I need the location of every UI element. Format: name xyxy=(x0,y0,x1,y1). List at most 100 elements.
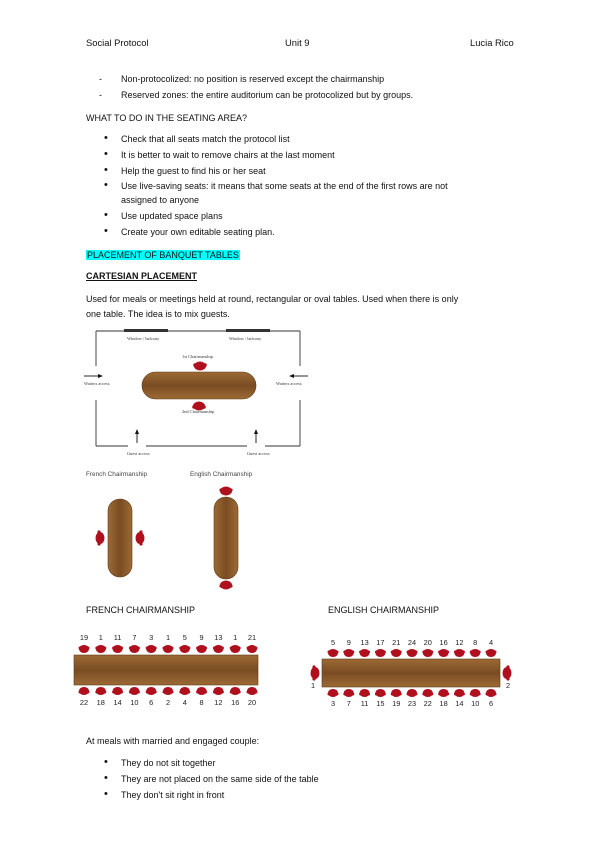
waiters-left-label: Waiters access xyxy=(84,381,110,386)
en-chair-bottom xyxy=(406,689,418,697)
room-diagram: Window / balcony Window / balcony 1st Ch… xyxy=(84,329,308,456)
fr-seat-number-top: 1 xyxy=(166,633,170,642)
english-small-chair-top xyxy=(219,486,233,496)
fr-chair-bottom xyxy=(212,687,224,695)
fr-seat-number-top: 9 xyxy=(200,633,204,642)
header-center: Unit 9 xyxy=(285,37,310,48)
chair-top xyxy=(193,361,207,371)
en-seat-number-bottom: 14 xyxy=(455,699,463,708)
fr-seat-number-bottom: 10 xyxy=(130,698,138,707)
seating-heading: WHAT TO DO IN THE SEATING AREA? xyxy=(86,113,248,123)
en-chair-top xyxy=(438,649,450,657)
en-seat-number-bottom: 18 xyxy=(439,699,447,708)
en-chair-bottom xyxy=(485,689,497,697)
fr-chair-bottom xyxy=(196,687,208,695)
en-seat-number-bottom: 22 xyxy=(424,699,432,708)
en-seat-number-top: 4 xyxy=(489,638,493,647)
en-chair-top xyxy=(390,649,402,657)
en-seat-number-bottom: 6 xyxy=(489,699,493,708)
fr-chair-top xyxy=(162,645,174,653)
french-table xyxy=(73,654,259,686)
en-chair-top xyxy=(422,649,434,657)
fr-seat-number-bottom: 18 xyxy=(97,698,105,707)
fr-seat-number-top: 5 xyxy=(183,633,187,642)
fr-seat-number-bottom: 16 xyxy=(231,698,239,707)
en-chair-bottom xyxy=(390,689,402,697)
fr-seat-number-top: 1 xyxy=(99,633,103,642)
french-small-table xyxy=(107,498,133,578)
en-seat-number-top: 13 xyxy=(360,638,368,647)
english-title: ENGLISH CHAIRMANSHIP xyxy=(328,605,440,615)
en-seat-number-top: 20 xyxy=(424,638,432,647)
fr-chair-top xyxy=(229,645,241,653)
en-seat-number-top: 24 xyxy=(408,638,416,647)
fr-chair-top xyxy=(179,645,191,653)
fr-chair-bottom xyxy=(246,687,258,695)
fr-chair-top xyxy=(196,645,208,653)
french-small-label: French Chairmanship xyxy=(86,471,148,478)
en-chair-top xyxy=(485,649,497,657)
fr-chair-bottom xyxy=(229,687,241,695)
en-chair-top xyxy=(327,649,339,657)
second-chair-label: 2nd Chairmanship xyxy=(182,409,215,414)
en-chair-bottom xyxy=(438,689,450,697)
fr-chair-bottom xyxy=(128,687,140,695)
oval-table xyxy=(141,371,257,400)
french-small-chair-right xyxy=(135,530,145,546)
fr-seat-number-top: 3 xyxy=(149,633,153,642)
en-chair-top xyxy=(469,649,481,657)
cartesian-text-line: Used for meals or meetings held at round… xyxy=(86,294,459,304)
fr-chair-top xyxy=(78,645,90,653)
en-seat-number-bottom: 15 xyxy=(376,699,384,708)
en-seat-number-top: 17 xyxy=(376,638,384,647)
en-seat-number-bottom: 23 xyxy=(408,699,416,708)
french-title: FRENCH CHAIRMANSHIP xyxy=(86,605,196,615)
fr-seat-number-bottom: 6 xyxy=(149,698,153,707)
en-chair-bottom xyxy=(327,689,339,697)
en-seat-number-top: 21 xyxy=(392,638,400,647)
chair-bottom xyxy=(192,401,206,411)
fr-chair-bottom xyxy=(112,687,124,695)
fr-seat-number-top: 7 xyxy=(132,633,136,642)
guest-left-label: Guest access xyxy=(127,451,150,456)
fr-chair-bottom xyxy=(162,687,174,695)
fr-chair-bottom xyxy=(179,687,191,695)
en-seat-number-top: 12 xyxy=(455,638,463,647)
en-seat-number-bottom: 10 xyxy=(471,699,479,708)
fr-seat-number-bottom: 4 xyxy=(183,698,187,707)
english-end-number-right: 2 xyxy=(506,681,510,690)
window-right xyxy=(226,329,270,332)
fr-seat-number-top: 21 xyxy=(248,633,256,642)
en-chair-top xyxy=(359,649,371,657)
fr-seat-number-bottom: 14 xyxy=(113,698,121,707)
english-end-chair-right xyxy=(502,665,512,681)
fr-chair-top xyxy=(95,645,107,653)
english-end-chair-left xyxy=(310,665,320,681)
english-small-chair-bottom xyxy=(219,580,233,590)
en-seat-number-top: 8 xyxy=(473,638,477,647)
fr-seat-number-bottom: 12 xyxy=(214,698,222,707)
guest-right-label: Guest access xyxy=(247,451,270,456)
english-small-table xyxy=(213,496,239,580)
fr-seat-number-top: 1 xyxy=(233,633,237,642)
en-chair-bottom xyxy=(374,689,386,697)
cartesian-heading: CARTESIAN PLACEMENT xyxy=(86,271,198,281)
fr-chair-top xyxy=(112,645,124,653)
english-table xyxy=(321,658,501,688)
en-seat-number-bottom: 3 xyxy=(331,699,335,708)
en-chair-top xyxy=(406,649,418,657)
en-seat-number-bottom: 11 xyxy=(361,699,369,708)
fr-seat-number-bottom: 20 xyxy=(248,698,256,707)
en-seat-number-top: 16 xyxy=(439,638,447,647)
en-seat-number-bottom: 7 xyxy=(347,699,351,708)
en-chair-bottom xyxy=(469,689,481,697)
fr-chair-top xyxy=(145,645,157,653)
meals-heading: At meals with married and engaged couple… xyxy=(86,736,260,746)
english-small-label: English Chairmanship xyxy=(190,471,253,478)
fr-seat-number-bottom: 2 xyxy=(166,698,170,707)
fr-seat-number-top: 19 xyxy=(80,633,88,642)
header-left: Social Protocol xyxy=(86,37,149,48)
fr-chair-bottom xyxy=(95,687,107,695)
